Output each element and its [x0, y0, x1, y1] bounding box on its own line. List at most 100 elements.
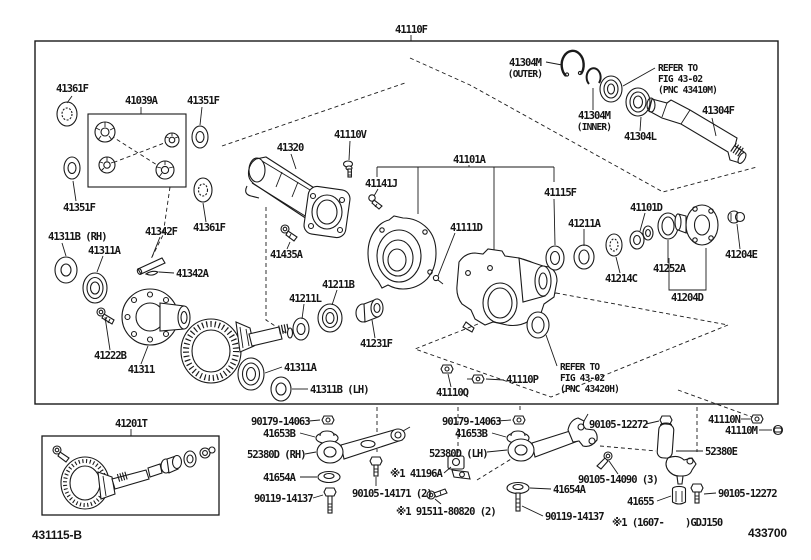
oil-seal-lh	[270, 376, 292, 402]
nut-41110N	[750, 414, 764, 424]
diff-carrier-housing	[456, 248, 558, 333]
actuator-housing	[367, 215, 437, 290]
mount-arm-rh	[316, 426, 411, 464]
damper-bolt-91511	[426, 488, 448, 500]
refer-note-2-line2: FIG 43-02	[560, 373, 604, 384]
part-label-41351F-1: 41351F	[187, 95, 220, 107]
straight-pin	[136, 257, 166, 275]
mount-retainer-rh	[317, 470, 341, 484]
washer-41214C	[605, 233, 623, 257]
part-label-41110V: 41110V	[334, 129, 368, 141]
carrier-rear-seal	[526, 311, 550, 339]
part-label-41311A-1: 41311A	[88, 245, 122, 257]
page-code: 433700	[748, 526, 787, 540]
refer-note-1-line2: FIG 43-02	[658, 74, 702, 85]
bevel-gear-icon	[94, 121, 116, 143]
pin-clip	[144, 270, 160, 276]
part-label-41320: 41320	[277, 142, 304, 154]
side-gear-washer-top	[56, 101, 78, 127]
part-labels: 41110F 41361F 41039A 41351F 41351F 41361…	[48, 24, 778, 523]
part-label-41252A: 41252A	[653, 263, 687, 275]
gear-set-box	[41, 429, 220, 516]
collar-41655	[671, 485, 687, 505]
part-label-41304F: 41304F	[702, 105, 735, 117]
tube-bolt-41435A	[280, 224, 298, 242]
spacers-41101D	[629, 225, 654, 250]
side-bearing-lh	[237, 357, 265, 391]
gear-set-contents	[52, 445, 216, 510]
part-label-41039A: 41039A	[125, 95, 159, 107]
part-label-90179-14063-lh: 90179-14063	[442, 416, 501, 428]
part-label-41654A-rh: 41654A	[263, 472, 297, 484]
part-label-41110N: 41110N	[708, 414, 741, 426]
part-label-41231F: 41231F	[360, 338, 393, 350]
refer-note-2-line1: REFER TO	[560, 362, 600, 373]
part-label-41304M-outer: 41304M	[509, 57, 542, 69]
part-label-90179-14063-rh: 90179-14063	[251, 416, 310, 428]
refer-note-1-line3: (PNC 43410M)	[658, 85, 717, 96]
side-bolt-41141J	[368, 194, 383, 210]
side-gear-washer-2	[193, 177, 213, 203]
figure-code: 431115-B	[32, 528, 82, 542]
part-label-52380E: 52380E	[705, 446, 738, 458]
main-assembly-box	[34, 35, 779, 405]
mount-nut-lh	[512, 415, 526, 425]
part-label-41342F: 41342F	[145, 226, 178, 238]
part-label-41304M-outer-sub: (OUTER)	[508, 69, 542, 80]
part-label-41351F-2: 41351F	[63, 202, 96, 214]
applicability-note-right: )GDJ150	[685, 517, 723, 529]
part-label-41304M-inner: 41304M	[578, 110, 611, 122]
part-label-41435A: 41435A	[270, 249, 304, 261]
bolt-41110P	[467, 374, 485, 384]
part-label-41211A: 41211A	[568, 218, 602, 230]
nut-41110Q	[440, 364, 454, 374]
part-label-41204E: 41204E	[725, 249, 758, 261]
thrust-washer-left2	[63, 156, 81, 180]
part-label-41311: 41311	[128, 364, 155, 376]
part-label-41204D: 41204D	[671, 292, 704, 304]
part-label-41304L: 41304L	[624, 131, 657, 143]
footer-notes: ※1 (1607- )GDJ150 433700 431115-B	[32, 517, 788, 542]
part-label-41110P: 41110P	[506, 374, 539, 386]
part-label-41111D: 41111D	[450, 222, 483, 234]
part-label-41211B: 41211B	[322, 279, 355, 291]
output-shaft-41304F	[646, 97, 747, 164]
thrust-washer-right	[191, 125, 209, 149]
part-label-41311A-2: 41311A	[284, 362, 318, 374]
plug-41204E	[727, 210, 746, 224]
part-label-41141J: 41141J	[365, 178, 398, 190]
part-label-41222B: 41222B	[94, 350, 127, 362]
bevel-gear-icon	[164, 132, 180, 148]
bearing-41304L	[625, 87, 651, 117]
part-label-41342A: 41342A	[176, 268, 210, 280]
damper-41196A	[447, 455, 471, 480]
part-label-41653B-lh: 41653B	[455, 428, 488, 440]
ring-gear	[180, 318, 242, 384]
part-label-41110Q: 41110Q	[436, 387, 469, 399]
part-label-52380D-RH: 52380D (RH)	[247, 449, 306, 461]
mount-nut-rh	[321, 415, 335, 425]
side-bearing-rh	[82, 272, 108, 304]
part-label-90105-12272-top: 90105-12272	[589, 419, 648, 431]
snap-ring-outer	[560, 49, 585, 77]
mount-stud-lh	[515, 492, 521, 512]
part-label-41110F: 41110F	[395, 24, 428, 36]
carrier-oil-seal-41115F	[545, 245, 565, 271]
part-label-41311B-RH: 41311B (RH)	[48, 231, 107, 243]
differential-gear-kit	[87, 113, 187, 188]
part-label-91511-80820: ※1 91511-80820 (2)	[396, 506, 496, 518]
part-label-52380D-LH: 52380D (LH)	[429, 448, 488, 460]
part-label-41653B-rh: 41653B	[263, 428, 296, 440]
part-label-90105-14090: 90105-14090 (3)	[578, 474, 658, 486]
snap-ring-inner	[585, 67, 602, 85]
part-label-41211L: 41211L	[289, 293, 322, 305]
part-label-41654A-lh: 41654A	[553, 484, 587, 496]
part-label-41101A: 41101A	[453, 154, 487, 166]
bracket-52380E	[656, 423, 697, 485]
part-label-41311B-LH: 41311B (LH)	[310, 384, 369, 396]
bearing-refer	[599, 75, 623, 103]
mount-retainer-lh	[506, 481, 530, 495]
carrier-bracket-41101A	[376, 165, 556, 250]
part-label-41201T: 41201T	[115, 418, 148, 430]
mount-bolt-rh	[323, 487, 337, 514]
